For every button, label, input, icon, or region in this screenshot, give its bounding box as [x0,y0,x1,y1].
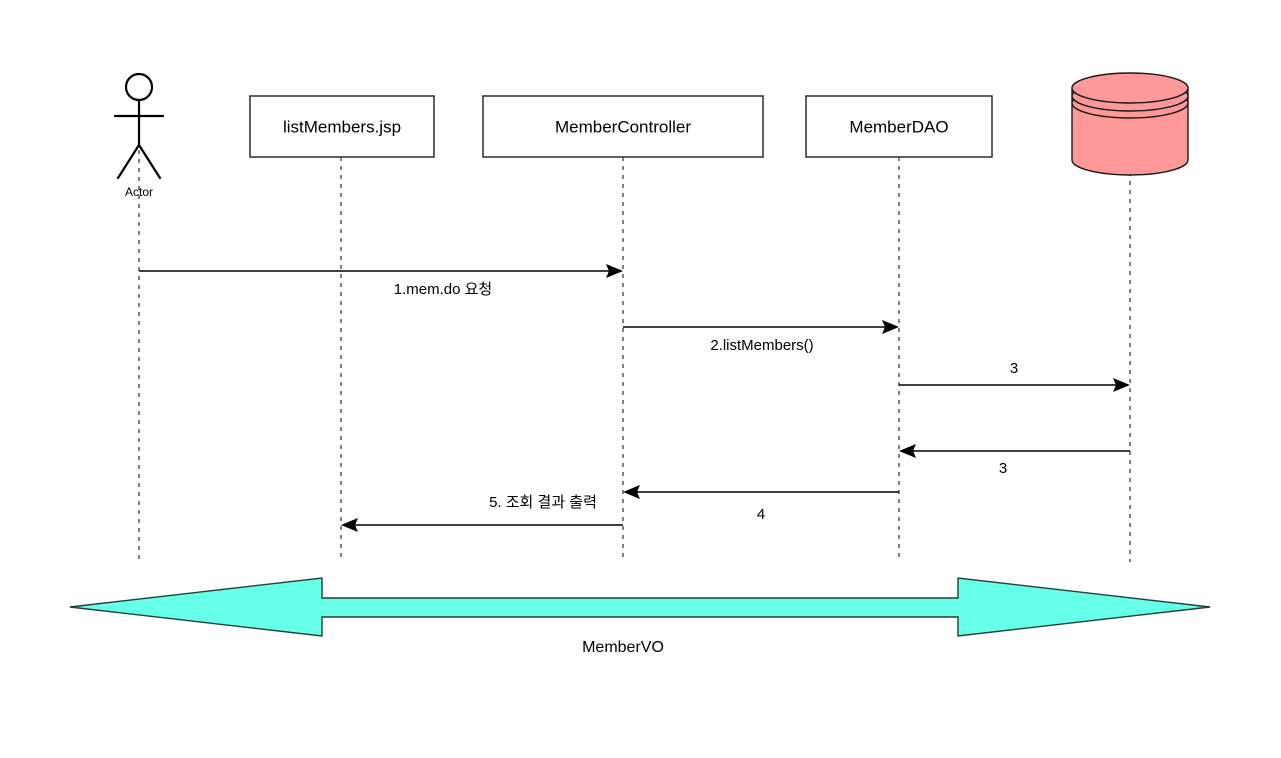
message-5-label: 5. 조회 결과 출력 [489,494,597,511]
participant-box-dao[interactable]: MemberDAO [805,95,993,158]
message-3-return-arrowhead [899,444,916,458]
message-2-arrowhead [882,320,899,334]
message-3[interactable]: 3 [899,360,1130,392]
message-3-label: 3 [1010,360,1018,377]
db-rim-1 [1071,72,1189,104]
actor-label: Actor [125,185,153,199]
participant-box-controller[interactable]: MemberController [482,95,764,158]
message-4[interactable]: 4 [623,485,899,523]
membervo-label: MemberVO [582,639,664,656]
message-2-label: 2.listMembers() [710,337,813,354]
actor-right-leg [137,143,162,180]
database-cylinder-icon[interactable] [1071,72,1189,176]
actor-head-icon [124,72,154,102]
message-4-label: 4 [757,506,765,523]
dao-box-rect [805,95,993,158]
message-1-label: 1.mem.do 요청 [394,281,492,298]
message-2[interactable]: 2.listMembers() [623,320,899,354]
jsp-box-label: listMembers.jsp [283,117,401,136]
message-5[interactable]: 5. 조회 결과 출력 [341,494,623,532]
jsp-box-rect [249,95,435,158]
message-4-arrowhead [623,485,640,499]
message-1[interactable]: 1.mem.do 요청 [139,264,623,298]
message-3-return-label: 3 [999,460,1007,477]
message-5-arrowhead [341,518,358,532]
controller-box-rect [482,95,764,158]
participant-box-jsp[interactable]: listMembers.jsp [249,95,435,158]
message-3-return[interactable]: 3 [899,444,1130,477]
message-3-arrowhead [1113,378,1130,392]
dao-box-label: MemberDAO [849,117,948,136]
actor-figure[interactable]: Actor [113,72,165,199]
membervo-double-arrow[interactable]: MemberVO [69,577,1211,656]
lifelines-group [138,150,1131,562]
message-1-arrowhead [606,264,623,278]
controller-box-label: MemberController [555,117,691,136]
membervo-arrow-shape [69,577,1211,637]
actor-left-leg [116,143,141,180]
